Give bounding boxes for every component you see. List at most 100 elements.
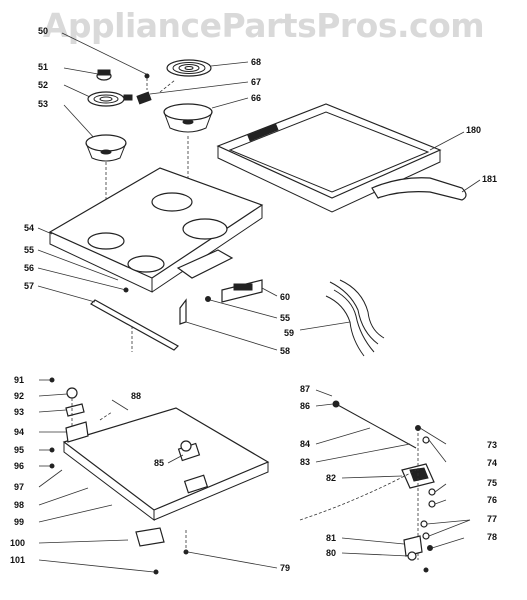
callout-85: 85 [154, 458, 165, 468]
leader-76 [434, 499, 447, 505]
griddle-grip [247, 123, 279, 142]
callout-181: 181 [482, 174, 498, 184]
griddle-edge [217, 146, 441, 213]
part-77b [422, 532, 430, 540]
leader-50 [61, 32, 147, 75]
drip-pan-large-hole [182, 119, 194, 125]
callout-50: 50 [38, 26, 49, 36]
callout-87: 87 [300, 384, 311, 394]
callout-91: 91 [14, 375, 25, 385]
leader-55b [209, 299, 278, 319]
leader-80 [341, 552, 409, 557]
burner-large-coil1 [172, 62, 206, 74]
callout-96: 96 [14, 461, 25, 471]
callout-86: 86 [300, 401, 311, 411]
leader-52 [63, 84, 91, 98]
leader-57 [37, 285, 96, 303]
leader-77b [428, 519, 471, 537]
leader-83 [315, 443, 411, 463]
part-80 [407, 551, 417, 561]
bracket-81 [403, 535, 423, 557]
leader-100 [38, 539, 129, 544]
callout-52: 52 [38, 80, 49, 90]
leader-78 [431, 537, 465, 549]
leader-180 [429, 131, 465, 151]
drip-pan-large [163, 103, 213, 121]
base-plate [62, 407, 270, 511]
leader-85 [167, 454, 184, 464]
control-housing [176, 249, 234, 279]
drip-pan-small-body [85, 142, 127, 162]
leader-181 [461, 179, 481, 193]
drip-pan-small-hole [100, 149, 112, 155]
screw-91 [49, 377, 55, 383]
callout-100: 100 [10, 538, 26, 548]
shaft-84 [335, 403, 417, 449]
screw-50 [144, 73, 150, 79]
callout-80: 80 [326, 548, 337, 558]
harness-wire-2 [333, 289, 375, 353]
drip-pan-small [85, 134, 127, 152]
callout-98: 98 [14, 500, 25, 510]
leader-55a [37, 249, 119, 281]
callout-67: 67 [251, 77, 262, 87]
leader-74 [428, 439, 447, 463]
part-77a [420, 520, 428, 528]
callout-55b: 55 [280, 313, 291, 323]
leader-58 [185, 321, 278, 351]
callout-93: 93 [14, 407, 25, 417]
burner-large-coil3 [184, 66, 194, 70]
leader-67 [149, 81, 249, 95]
washer-74 [422, 436, 430, 444]
knob-top [97, 69, 111, 76]
clip-100 [135, 527, 165, 547]
callout-94: 94 [14, 427, 25, 437]
callout-51: 51 [38, 62, 49, 72]
leader-86 [315, 403, 334, 407]
screw-101 [153, 569, 159, 575]
leader-101 [38, 559, 155, 573]
callout-101: 101 [10, 555, 26, 565]
leader-82 [341, 475, 403, 479]
leader-81 [341, 537, 405, 545]
receptacle-axis [159, 79, 176, 93]
burner-small-terminal [123, 94, 133, 101]
cooktop-hole-front-left [87, 232, 125, 250]
cooktop-hole-front-right [127, 255, 165, 273]
screw-55b [205, 296, 211, 302]
watermark-text: AppliancePartsPros.com [42, 6, 485, 45]
bracket-58 [179, 298, 187, 325]
callout-81: 81 [326, 533, 337, 543]
switch-94 [65, 421, 89, 443]
callout-76: 76 [487, 495, 498, 505]
callout-77: 77 [487, 514, 498, 524]
leader-60 [261, 287, 278, 297]
callout-60: 60 [280, 292, 291, 302]
leader-59 [299, 321, 351, 331]
harness-wire-1 [329, 281, 379, 345]
burner-small-coil-inner [99, 96, 113, 102]
leader-98 [38, 487, 89, 506]
screw-bottom [423, 567, 429, 573]
callout-92: 92 [14, 391, 25, 401]
plate-switch-85 [180, 440, 192, 452]
cooktop-hole-back-right [182, 218, 228, 240]
leader-53 [63, 104, 97, 141]
griddle-handle [371, 177, 467, 201]
harness-wire-4 [339, 279, 385, 339]
callout-88: 88 [131, 391, 142, 401]
callout-75: 75 [487, 478, 498, 488]
griddle-inner [228, 111, 430, 193]
leader-93 [38, 409, 67, 413]
callout-95: 95 [14, 445, 25, 455]
thermostat-82-face [409, 467, 429, 482]
leader-97 [38, 469, 63, 488]
part-76 [428, 500, 436, 508]
cooktop-front-edge [49, 232, 153, 293]
capillary-line [299, 469, 417, 521]
control-panel-60 [221, 279, 263, 303]
leader-66 [211, 97, 249, 109]
callout-59: 59 [284, 328, 295, 338]
switch-92 [66, 387, 78, 399]
trim-strip-57 [90, 299, 179, 351]
